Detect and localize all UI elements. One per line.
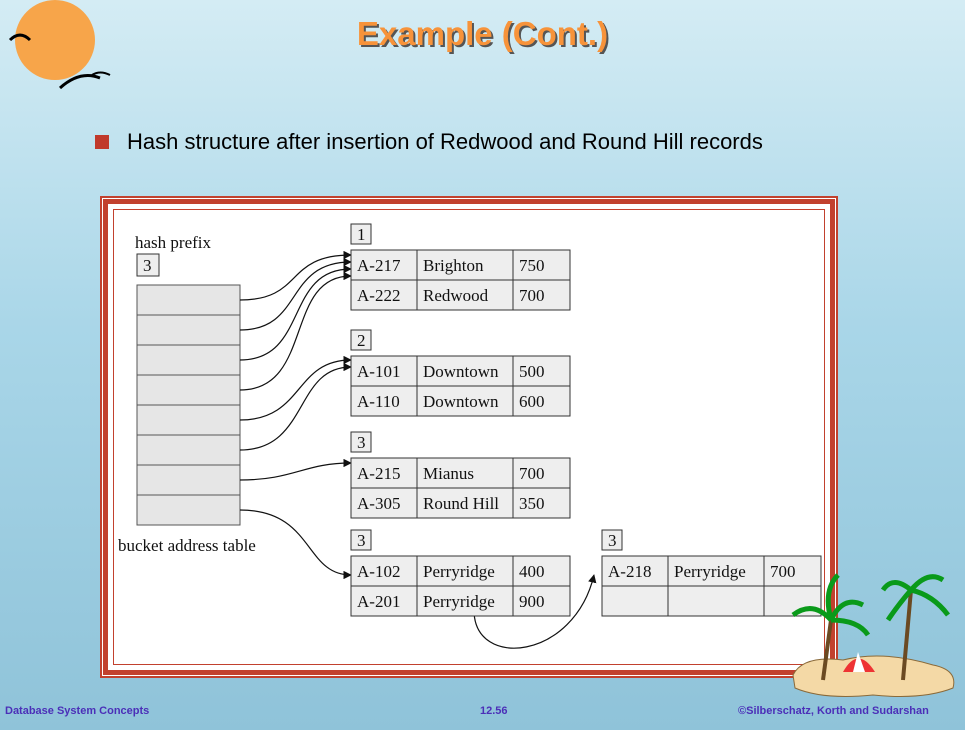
local-depth-box	[350, 329, 372, 351]
bucket-record	[602, 585, 821, 616]
record-cell: A-101	[357, 362, 400, 381]
record-cell: 350	[519, 494, 545, 513]
record-cell: Perryridge	[423, 562, 495, 581]
record-cell: A-110	[357, 392, 400, 411]
bucket-address-table	[136, 284, 241, 526]
footer-page-number: 12.56	[480, 705, 508, 717]
bucket-record: A-201 Perryridge 900	[351, 585, 570, 616]
bucket-record: A-102 Perryridge 400	[357, 556, 545, 586]
bucket-record: A-101 Downtown 500	[357, 356, 545, 386]
local-depth-value: 3	[357, 531, 366, 550]
bucket-record: A-305 Round Hill 350	[351, 487, 570, 518]
local-depth-box	[350, 223, 372, 245]
bucket-record: A-218 Perryridge 700	[608, 556, 796, 586]
footer-course: Database System Concepts	[5, 705, 150, 717]
record-cell: 400	[519, 562, 545, 581]
record-cell: A-217	[357, 256, 401, 275]
record-cell: A-222	[357, 286, 400, 305]
record-cell: 500	[519, 362, 545, 381]
local-depth-box	[350, 431, 372, 453]
record-cell: A-218	[608, 562, 651, 581]
record-cell: Mianus	[423, 464, 474, 483]
record-cell: 700	[770, 562, 796, 581]
hash-prefix-label: hash prefix	[135, 233, 212, 252]
extendable-hash-diagram: hash prefix 3 bucket address table	[118, 223, 822, 649]
bullet-square-icon	[95, 135, 109, 149]
record-cell: A-215	[357, 464, 400, 483]
record-cell: Redwood	[423, 286, 489, 305]
bucket-record: A-215 Mianus 700	[357, 458, 545, 488]
slide-title: Example (Cont.)	[356, 15, 609, 52]
record-cell: 700	[519, 286, 545, 305]
record-cell: Perryridge	[674, 562, 746, 581]
global-depth-box	[136, 253, 160, 277]
footer-copyright: ©Silberschatz, Korth and Sudarshan	[738, 705, 929, 717]
record-cell: 900	[519, 592, 545, 611]
record-cell: 700	[519, 464, 545, 483]
local-depth-value: 1	[357, 225, 366, 244]
bucket-record: A-222 Redwood 700	[351, 279, 570, 310]
bucket-record: A-217 Brighton 750	[357, 250, 545, 280]
bucket-record: A-110 Downtown 600	[351, 385, 570, 416]
record-cell: 600	[519, 392, 545, 411]
local-depth-value: 3	[608, 531, 617, 550]
bullet-text: Hash structure after insertion of Redwoo…	[127, 129, 763, 154]
record-cell: Round Hill	[423, 494, 499, 513]
record-cell: Perryridge	[423, 592, 495, 611]
local-depth-box	[601, 529, 623, 551]
figure-canvas: hash prefix 3 bucket address table	[113, 209, 825, 665]
record-cell: A-102	[357, 562, 400, 581]
local-depth-box	[350, 529, 372, 551]
record-cell: Downtown	[423, 392, 499, 411]
local-depth-value: 2	[357, 331, 366, 350]
local-depth-value: 3	[357, 433, 366, 452]
bucket-address-table-label: bucket address table	[118, 536, 256, 555]
record-cell: Brighton	[423, 256, 484, 275]
record-cell: 750	[519, 256, 545, 275]
record-cell: A-201	[357, 592, 400, 611]
record-cell: Downtown	[423, 362, 499, 381]
record-cell: A-305	[357, 494, 400, 513]
bucket: 3A-218 Perryridge 700	[601, 529, 822, 617]
pointer-arrows	[239, 250, 597, 649]
global-depth-value: 3	[143, 256, 152, 275]
figure-frame: hash prefix 3 bucket address table	[100, 196, 838, 678]
sun-with-birds-icon	[8, 0, 111, 90]
palm-island-icon	[791, 573, 955, 697]
